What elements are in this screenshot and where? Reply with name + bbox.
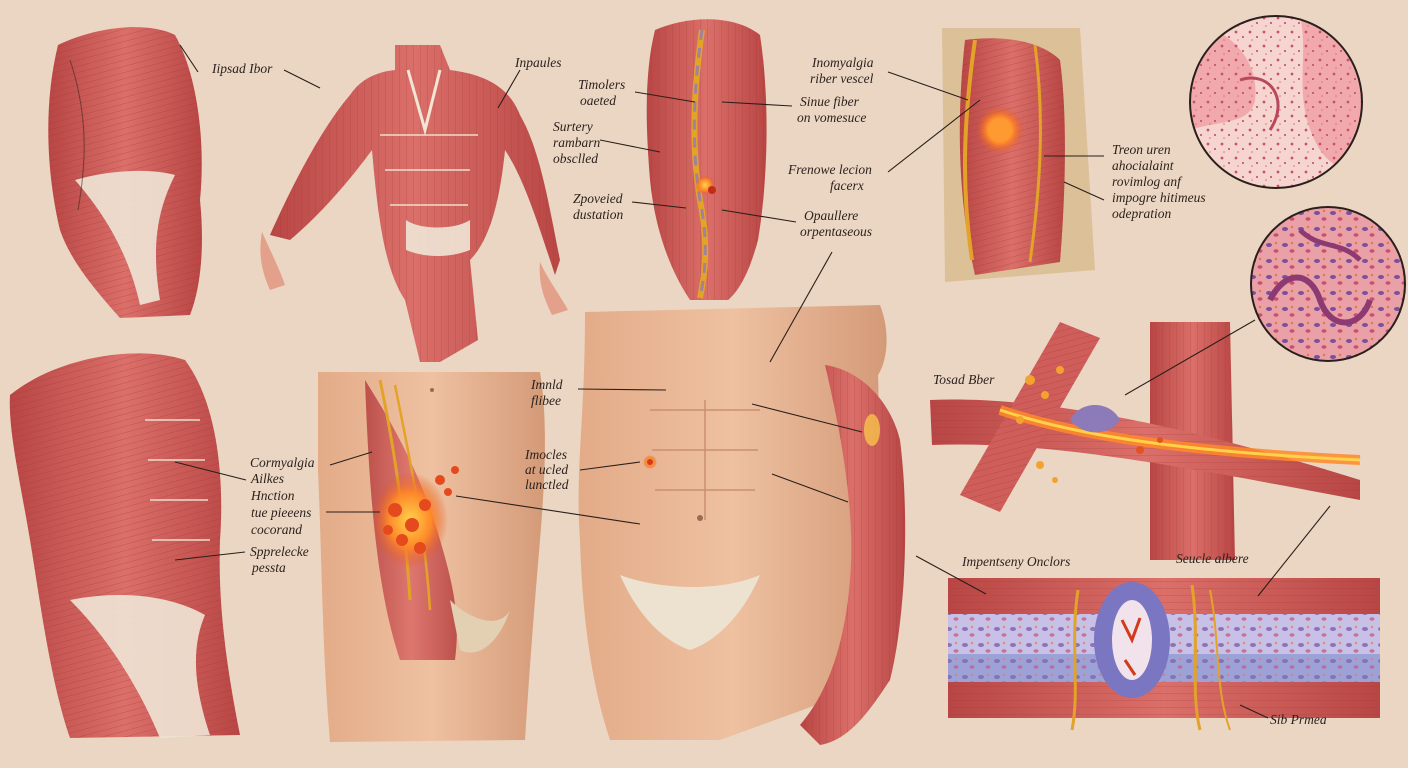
label-l18: Sib Prmea: [1239, 704, 1327, 727]
muscle-cross-section-band: [948, 578, 1380, 731]
label-l08: Frenowe lecion facerx: [787, 99, 981, 193]
torso-side-muscle-figure: [48, 27, 202, 319]
muscle-fiber-nerve-panel: [930, 322, 1361, 560]
label-l12: Cormyalgia Ailkes Hnction tue pieeens co…: [174, 451, 380, 537]
leg-muscle-nerve-figure: [646, 19, 767, 301]
label-l09: Opaullere orpentaseous: [721, 208, 872, 363]
muscular-torso-arms-figure: [260, 45, 568, 362]
skin-torso-arm-figure: [578, 305, 906, 745]
label-l14: Imnld flibee: [455, 377, 667, 525]
svg-text:Inomyalgia riber vesce: Inomyalgia riber vescel: [810, 55, 877, 86]
microscopy-top-circle: [1189, 15, 1363, 189]
microscopy-bottom-circle: [1250, 206, 1406, 362]
label-l17: Seucle albere: [1176, 505, 1331, 597]
label-l07: Inomyalgia riber vescel: [810, 55, 969, 101]
label-l01: Iipsad Ibor: [179, 44, 321, 89]
svg-text:Frenowe lecion facerx: Frenowe lecion facerx: [787, 162, 875, 193]
svg-text:Cormyalgia Ailkes: Cormyalgia Ailkes Hnction tue pieeens co…: [250, 455, 318, 537]
svg-text:Impentseny Onclors: Impentseny Onclors: [961, 554, 1070, 569]
label-l02: Inpaules: [497, 55, 562, 109]
inflamed-muscle-panel: [942, 28, 1095, 282]
svg-text:Imocles at ucled: Imocles at ucled lunctled: [524, 447, 572, 492]
label-l10: Treon uren ahocialaint rovimlog anf impo…: [1044, 142, 1209, 221]
label-l16: Impentseny Onclors: [751, 403, 1070, 595]
svg-text:Opaullere orpentaseous: Opaullere orpentaseous: [800, 208, 872, 239]
svg-text:Tosad Bber: Tosad Bber: [933, 372, 995, 387]
label-l11: Tosad Bber: [933, 319, 1256, 396]
svg-text:Inpaules: Inpaules: [514, 55, 562, 70]
svg-text:Surtery rambarn: Surtery rambarn obsclled: [553, 119, 604, 166]
svg-text:Iipsad Ibor: Iipsad Ibor: [211, 61, 273, 76]
label-l05: Zpoveied dustation: [573, 191, 687, 222]
svg-text:Zpoveied dustation: Zpoveied dustation: [573, 191, 626, 222]
svg-text:Treon uren ahocialaint: Treon uren ahocialaint rovimlog anf impo…: [1112, 142, 1209, 221]
label-l06: Sinue fiber on vomesuce: [721, 94, 866, 125]
labels-layer: Iipsad Ibor Inpaules Timolers oaeted Sur…: [174, 44, 1331, 727]
svg-text:Imnld flibee: Imnld flibee: [530, 377, 566, 408]
svg-text:Sinue fiber on vomesuc: Sinue fiber on vomesuce: [797, 94, 866, 125]
svg-text:Seucle albere: Seucle albere: [1176, 551, 1249, 566]
svg-text:Timolers oaeted: Timolers oaeted: [578, 77, 629, 108]
label-l04: Surtery rambarn obsclled: [553, 119, 661, 166]
label-l03: Timolers oaeted: [578, 77, 696, 108]
torso-abdominal-muscle-figure: [9, 353, 240, 738]
svg-text:Sib Prmea: Sib Prmea: [1270, 712, 1327, 727]
label-l13: Spprelecke pessta: [174, 544, 312, 575]
label-l15: Imocles at ucled lunctled: [524, 447, 641, 492]
skin-torso-inflammation-figure: [318, 372, 545, 742]
svg-text:Spprelecke pessta: Spprelecke pessta: [250, 544, 312, 575]
